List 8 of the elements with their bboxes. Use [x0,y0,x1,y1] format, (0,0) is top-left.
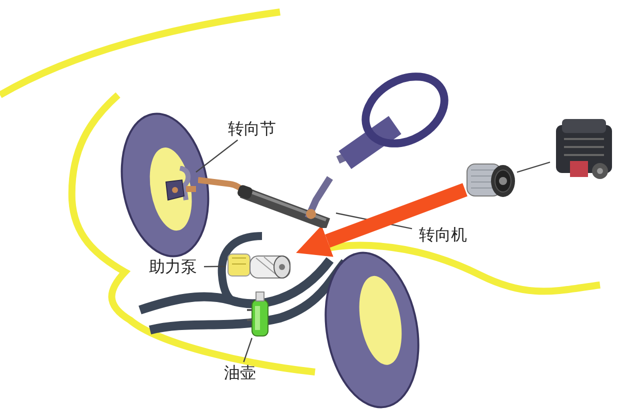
connector-line [516,162,550,173]
leader-line [204,266,226,268]
leader-line [196,140,238,173]
part-label: 转向节 [222,118,282,140]
part-label: 助力泵 [142,256,204,278]
part-label: 油壶 [218,362,262,384]
part-label: 转向机 [412,224,474,246]
leader-line [243,338,252,362]
